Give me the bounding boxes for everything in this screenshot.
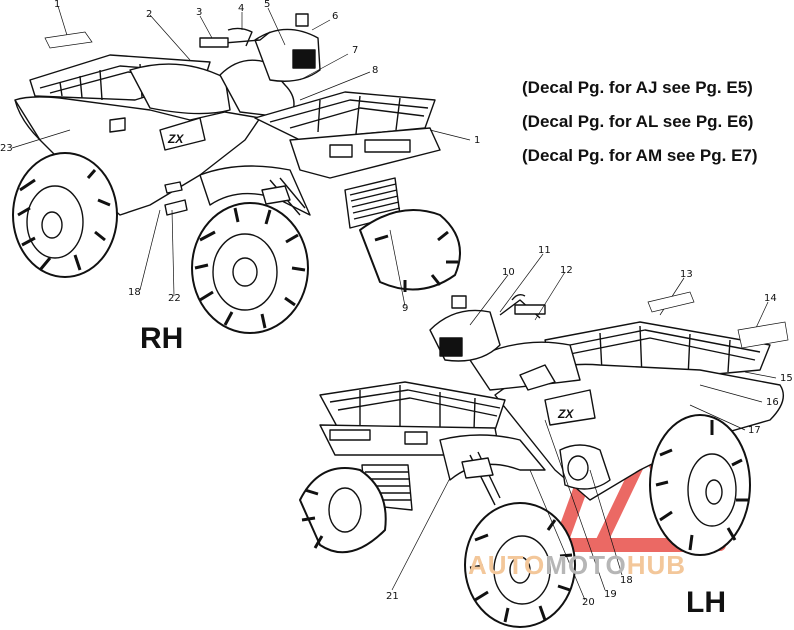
callout-rh-9: 9 bbox=[402, 303, 409, 314]
note-al: (Decal Pg. for AL see Pg. E6) bbox=[522, 112, 754, 131]
callout-lh-20: 20 bbox=[582, 597, 595, 608]
note-aj: (Decal Pg. for AJ see Pg. E5) bbox=[522, 78, 753, 97]
rh-view-label: RH bbox=[140, 322, 184, 355]
lh-zx-decal: ZX bbox=[557, 407, 574, 421]
callout-rh-5: 5 bbox=[264, 0, 271, 10]
callout-lh-18: 18 bbox=[620, 575, 633, 586]
callout-lh-13: 13 bbox=[680, 269, 693, 280]
callout-lh-19: 19 bbox=[604, 589, 617, 600]
callout-rh-6: 6 bbox=[332, 11, 339, 22]
callout-lh-14: 14 bbox=[764, 293, 777, 304]
callout-lh-11: 11 bbox=[538, 245, 551, 256]
callout-lh-17: 17 bbox=[748, 425, 761, 436]
note-am: (Decal Pg. for AM see Pg. E7) bbox=[522, 146, 758, 165]
callout-rh-3: 3 bbox=[196, 7, 203, 18]
rh-leader-lines bbox=[11, 5, 471, 307]
callout-rh-2: 2 bbox=[146, 9, 153, 20]
watermark-text: AUTOMOTOHUB bbox=[468, 550, 788, 581]
callout-lh-12: 12 bbox=[560, 265, 573, 276]
callout-rh-18: 18 bbox=[128, 287, 141, 298]
lh-view-label: LH bbox=[686, 586, 726, 619]
watermark-part3: HUB bbox=[626, 550, 687, 580]
callout-lh-21: 21 bbox=[386, 591, 399, 602]
callout-rh-4: 4 bbox=[238, 3, 245, 14]
callout-rh-22: 22 bbox=[168, 293, 181, 304]
lh-atv-drawing: ZX bbox=[299, 293, 784, 628]
watermark-part1: AUTO bbox=[468, 550, 546, 580]
callout-rh-1-front: 1 bbox=[474, 135, 481, 146]
callout-rh-7: 7 bbox=[352, 45, 359, 56]
watermark-part2: MOTO bbox=[545, 550, 627, 580]
callout-lh-15: 15 bbox=[780, 373, 793, 384]
callout-rh-8: 8 bbox=[372, 65, 379, 76]
callout-lh-16: 16 bbox=[766, 397, 779, 408]
rh-atv-drawing: ZX bbox=[12, 13, 461, 334]
callout-rh-1-top: 1 bbox=[54, 0, 61, 10]
callout-lh-10: 10 bbox=[502, 267, 515, 278]
rh-zx-decal: ZX bbox=[167, 132, 184, 146]
callout-rh-23: 23 bbox=[0, 143, 13, 154]
lh-leader-lines bbox=[391, 253, 789, 601]
